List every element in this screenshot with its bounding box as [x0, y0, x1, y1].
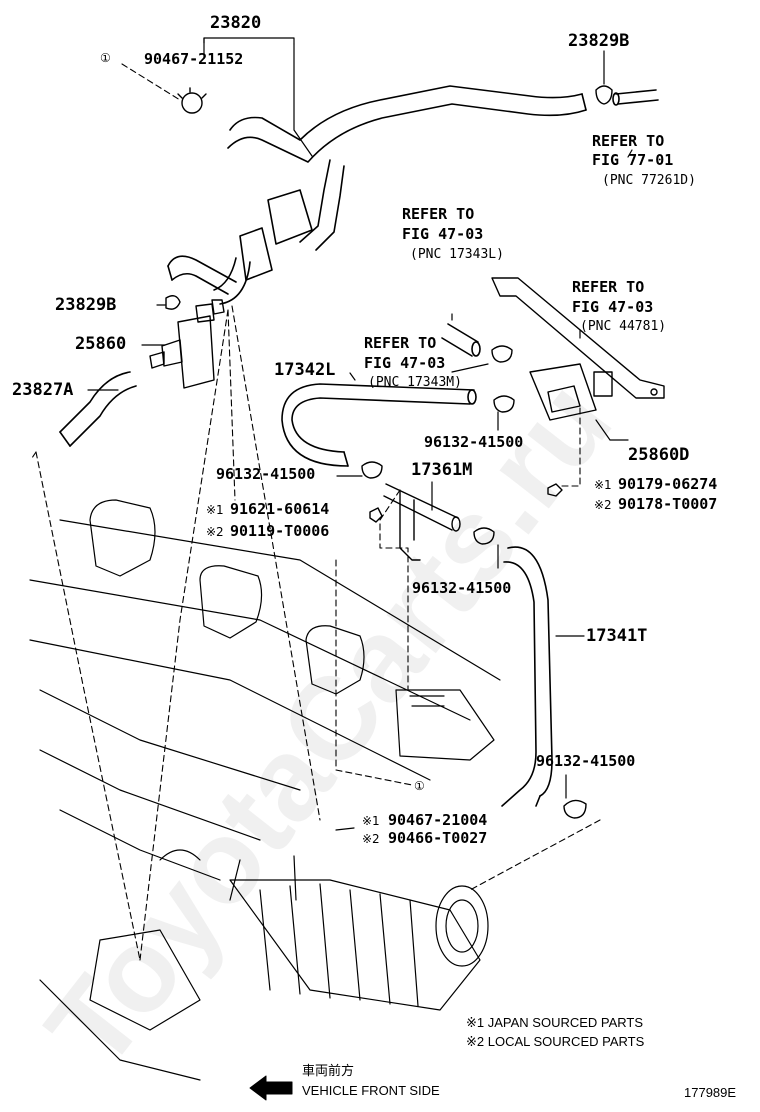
label-90119-T0006: 90119-T0006 — [230, 522, 330, 540]
dashed-lines — [31, 63, 601, 961]
label-90467-21004: 90467-21004 — [388, 811, 488, 829]
vehicle-front-en: VEHICLE FRONT SIDE — [302, 1083, 440, 1098]
refer-17343M-fig: FIG 47-03 — [364, 354, 446, 372]
vehicle-front-jp: 車両前方 — [302, 1063, 355, 1078]
label-17341T: 17341T — [586, 626, 648, 646]
figure-id: 177989E — [684, 1085, 737, 1100]
refer-77-01-fig: FIG 77-01 — [592, 151, 674, 169]
refer-17343L-fig: FIG 47-03 — [402, 225, 484, 243]
label-96132-41500-b: 96132-41500 — [216, 465, 316, 483]
mark-local-90178: ※2 — [594, 498, 612, 512]
refer-17343M-pnc: (PNC 17343M) — [368, 375, 462, 390]
leader-lines — [87, 37, 633, 831]
label-96132-41500-c: 96132-41500 — [412, 579, 512, 597]
label-90179-06274: 90179-06274 — [618, 475, 718, 493]
label-91621-60614: 91621-60614 — [230, 500, 330, 518]
label-90467-21152: 90467-21152 — [144, 50, 244, 68]
label-17361M: 17361M — [411, 460, 473, 480]
engine-block — [29, 499, 501, 1081]
front-arrow — [249, 1075, 293, 1101]
circle-ref-1-top: ① — [100, 51, 111, 65]
refer-77-01-pnc: (PNC 77261D) — [602, 173, 696, 188]
label-96132-41500-a: 96132-41500 — [424, 433, 524, 451]
label-25860D: 25860D — [628, 445, 690, 465]
hoses — [59, 85, 659, 807]
mark-japan-91621: ※1 — [206, 503, 224, 517]
refer-17343L-title: REFER TO — [402, 205, 475, 223]
label-23820: 23820 — [210, 13, 262, 33]
label-90466-T0027: 90466-T0027 — [388, 829, 488, 847]
small-parts — [149, 85, 665, 819]
label-23827A: 23827A — [12, 380, 74, 400]
mark-japan-90179: ※1 — [594, 478, 612, 492]
refer-17343L-pnc: (PNC 17343L) — [410, 247, 504, 262]
label-90178-T0007: 90178-T0007 — [618, 495, 718, 513]
mark-local-90466: ※2 — [362, 832, 380, 846]
label-25860: 25860 — [75, 334, 127, 354]
refer-77-01-title: REFER TO — [592, 132, 665, 150]
label-23829B-top: 23829B — [568, 31, 630, 51]
refer-17343M-title: REFER TO — [364, 334, 437, 352]
refer-44781-fig: FIG 47-03 — [572, 298, 654, 316]
label-23829B-left: 23829B — [55, 295, 117, 315]
mark-japan-90467: ※1 — [362, 814, 380, 828]
mark-local-90119: ※2 — [206, 525, 224, 539]
circle-ref-1-bottom: ① — [414, 779, 425, 793]
label-96132-41500-d: 96132-41500 — [536, 752, 636, 770]
refer-44781-pnc: (PNC 44781) — [580, 319, 667, 334]
note-local-sourced: ※2 LOCAL SOURCED PARTS — [466, 1034, 645, 1049]
refer-44781-title: REFER TO — [572, 278, 645, 296]
label-17342L: 17342L — [274, 360, 336, 380]
note-japan-sourced: ※1 JAPAN SOURCED PARTS — [466, 1015, 644, 1030]
